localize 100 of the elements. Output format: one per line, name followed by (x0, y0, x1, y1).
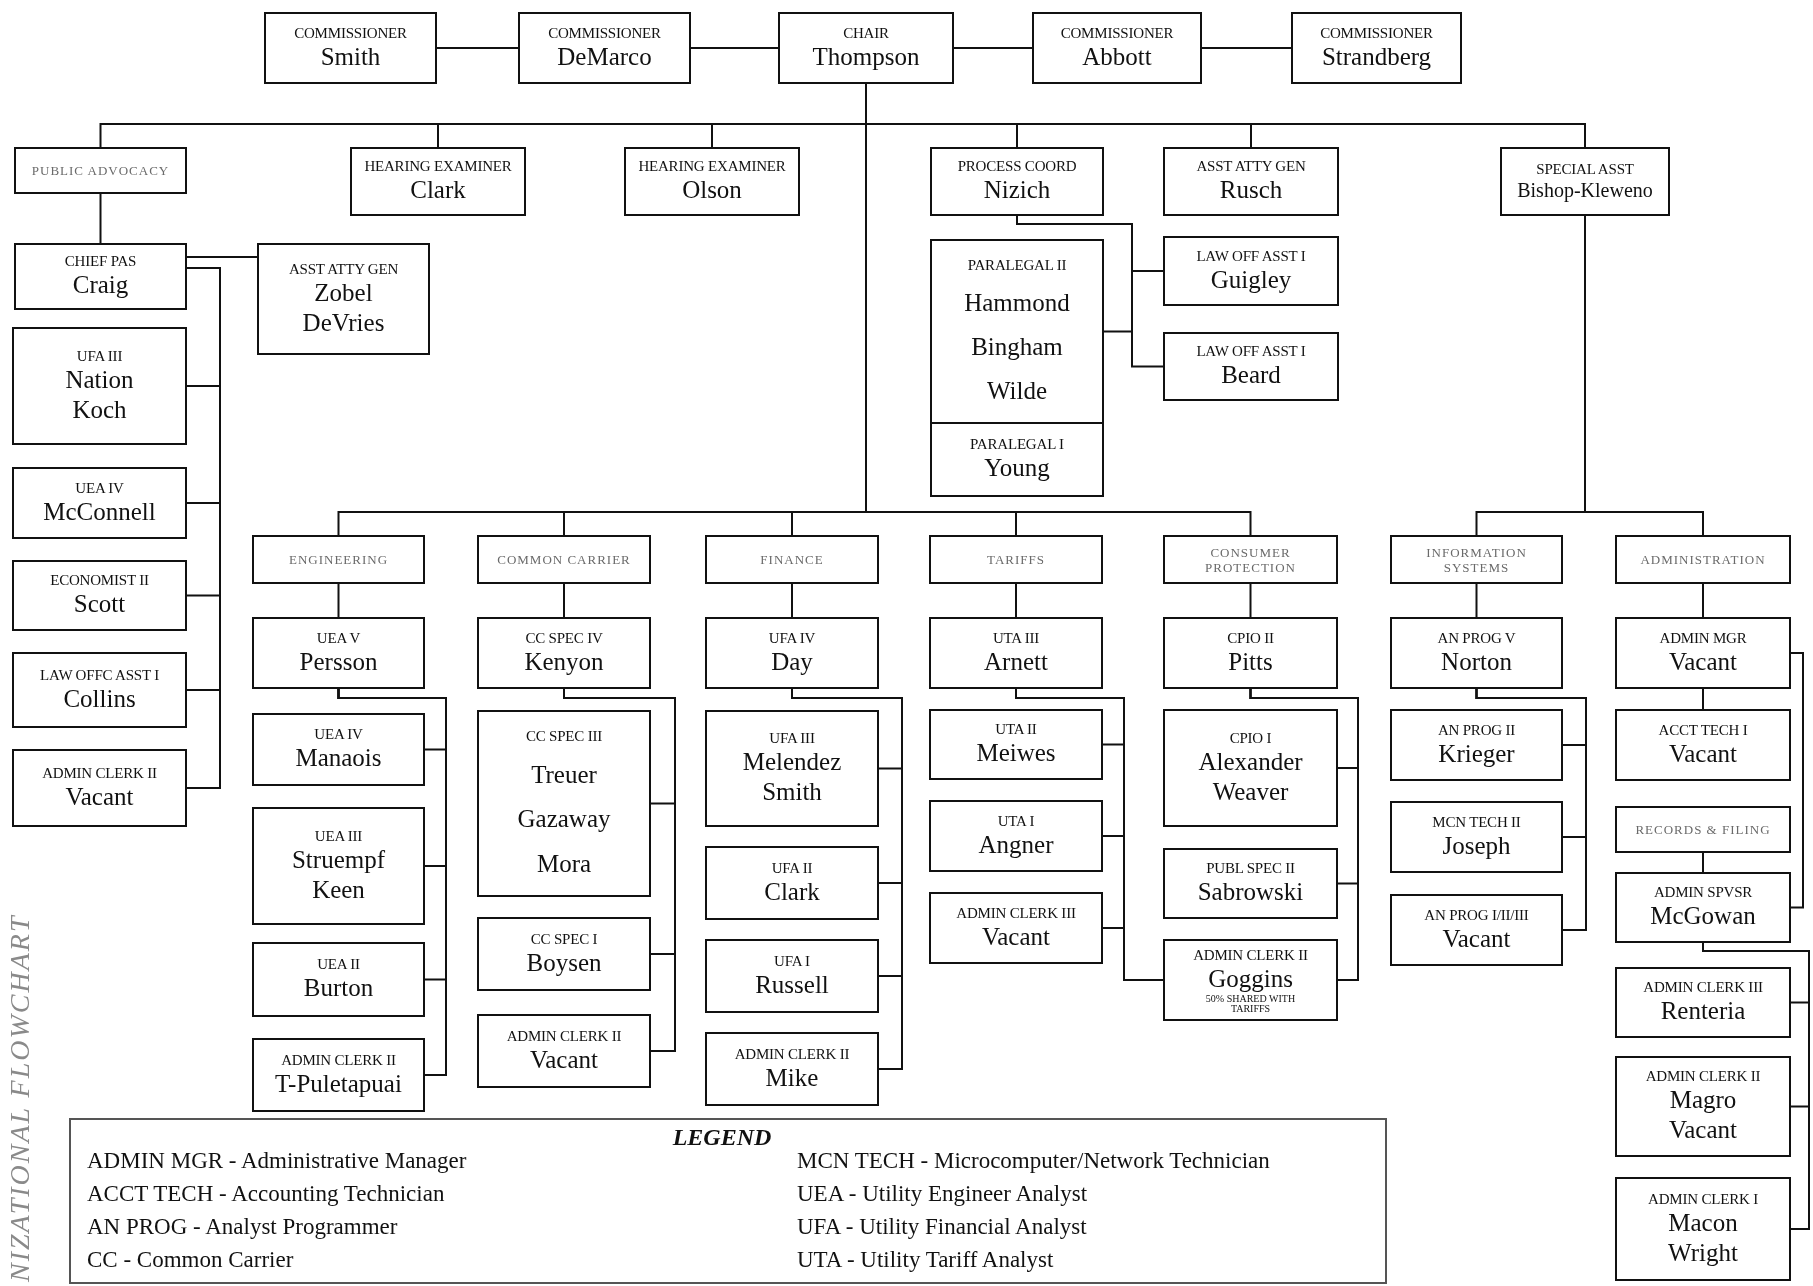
position-box (12, 327, 187, 445)
person-name: Day (771, 646, 813, 677)
position-box (1615, 872, 1791, 943)
person-name: T-Puletapuai (275, 1068, 402, 1099)
position-box (1163, 709, 1338, 827)
position-box (1615, 617, 1791, 689)
position-title: UTA III (992, 629, 1040, 647)
connector-line (1702, 852, 1704, 873)
position-box (518, 12, 691, 84)
position-box (1163, 332, 1339, 401)
person-name: Beard (1221, 360, 1281, 390)
position-box (12, 652, 187, 728)
person-name: DeMarco (557, 41, 652, 72)
person-name: Pitts (1228, 646, 1273, 677)
position-title: UEA IV (314, 726, 363, 743)
person-name: Nation (65, 364, 134, 395)
department-name: INFORMATION SYSTEMS (1425, 544, 1528, 575)
person-name: DeVries (302, 307, 385, 338)
position-title: SPECIAL ASST (1536, 161, 1634, 178)
person-name: Persson (299, 646, 378, 677)
person-name: Alexander (1198, 746, 1303, 777)
person-name: Mora (536, 848, 592, 879)
connector-line (690, 47, 779, 49)
person-name: Bingham (971, 332, 1063, 362)
person-name: Nizich (983, 175, 1051, 205)
position-title: PROCESS COORD (957, 158, 1077, 175)
connector-line (1790, 652, 1804, 909)
person-name: Mike (765, 1062, 819, 1093)
department-name: RECORDS & FILING (1635, 822, 1771, 837)
position-title: PARALEGAL II (967, 257, 1067, 274)
position-box (1615, 1177, 1791, 1281)
position-title: AN PROG V (1437, 629, 1516, 647)
person-name: Treuer (531, 759, 597, 790)
connector-line (1702, 688, 1704, 710)
person-name: Weaver (1212, 776, 1289, 807)
position-box (477, 1014, 651, 1088)
position-title: ASST ATTY GEN (288, 260, 399, 278)
position-box (1615, 709, 1791, 781)
department-name: PUBLIC ADVOCACY (31, 163, 170, 178)
position-box (930, 239, 1104, 424)
person-name: Boysen (526, 947, 602, 978)
department-name: FINANCE (760, 552, 824, 567)
person-name: Koch (72, 394, 127, 425)
position-title: UEA V (316, 629, 361, 647)
position-box (1163, 848, 1338, 919)
position-title: CHIEF PAS (64, 253, 137, 270)
position-title: AN PROG II (1437, 721, 1516, 739)
department-box (1615, 535, 1791, 584)
position-box (624, 147, 800, 216)
person-name: Vacant (1442, 923, 1511, 954)
department-name: TARIFFS (987, 552, 1045, 567)
person-name: Vacant (1669, 1115, 1737, 1145)
person-name: Craig (72, 270, 129, 300)
position-title: UFA IV (768, 629, 816, 647)
person-name: McConnell (43, 496, 156, 527)
legend-box (69, 1118, 1387, 1284)
person-name: Melendez (742, 747, 842, 777)
legend-entry: AN PROG - Analyst Programmer (87, 1213, 399, 1241)
person-name: Smith (762, 777, 822, 807)
position-title: CC SPEC I (530, 930, 598, 948)
connector-line (1016, 215, 1164, 368)
person-name: Kenyon (524, 646, 604, 677)
position-title: LAW OFF ASST I (1196, 343, 1306, 360)
person-name: Young (984, 453, 1050, 483)
position-title: ADMIN CLERK II (1645, 1068, 1761, 1085)
position-box (14, 243, 187, 310)
position-box (477, 917, 651, 991)
legend-entry: UTA - Utility Tariff Analyst (797, 1246, 1055, 1274)
position-box (778, 12, 954, 84)
position-title: CC SPEC IV (525, 629, 603, 647)
legend-title: LEGEND (671, 1124, 773, 1150)
legend-entry: MCN TECH - Microcomputer/Network Technician (797, 1147, 1271, 1175)
position-title: CC SPEC III (525, 728, 603, 746)
person-name: Scott (73, 589, 126, 619)
position-box (252, 617, 425, 689)
person-name: McGowan (1650, 901, 1756, 931)
person-name: Collins (63, 683, 136, 714)
connector-line (1249, 688, 1359, 981)
position-box (1163, 939, 1338, 1021)
position-box (705, 939, 879, 1013)
position-box (929, 892, 1103, 964)
legend-entry: UEA - Utility Engineer Analyst (797, 1180, 1088, 1208)
position-title: LAW OFFC ASST I (40, 666, 159, 684)
person-name: Vacant (1669, 738, 1737, 769)
position-box (477, 617, 651, 689)
person-name: Norton (1441, 646, 1512, 677)
department-box (929, 535, 1103, 584)
department-box (1163, 535, 1338, 584)
person-name: Hammond (964, 288, 1070, 318)
position-box (705, 617, 879, 689)
position-box (705, 710, 879, 827)
position-title: ADMIN SPVSR (1653, 884, 1753, 901)
position-box (252, 1038, 425, 1112)
person-name: Olson (682, 175, 742, 205)
position-title: ADMIN CLERK I (1648, 1190, 1758, 1208)
person-name: Krieger (1438, 738, 1515, 769)
position-title: UTA II (995, 721, 1037, 738)
legend-entry: ADMIN MGR - Administrative Manager (87, 1147, 468, 1175)
position-box (252, 807, 425, 925)
side-title: NIZATIONAL FLOWCHART (4, 914, 36, 1282)
